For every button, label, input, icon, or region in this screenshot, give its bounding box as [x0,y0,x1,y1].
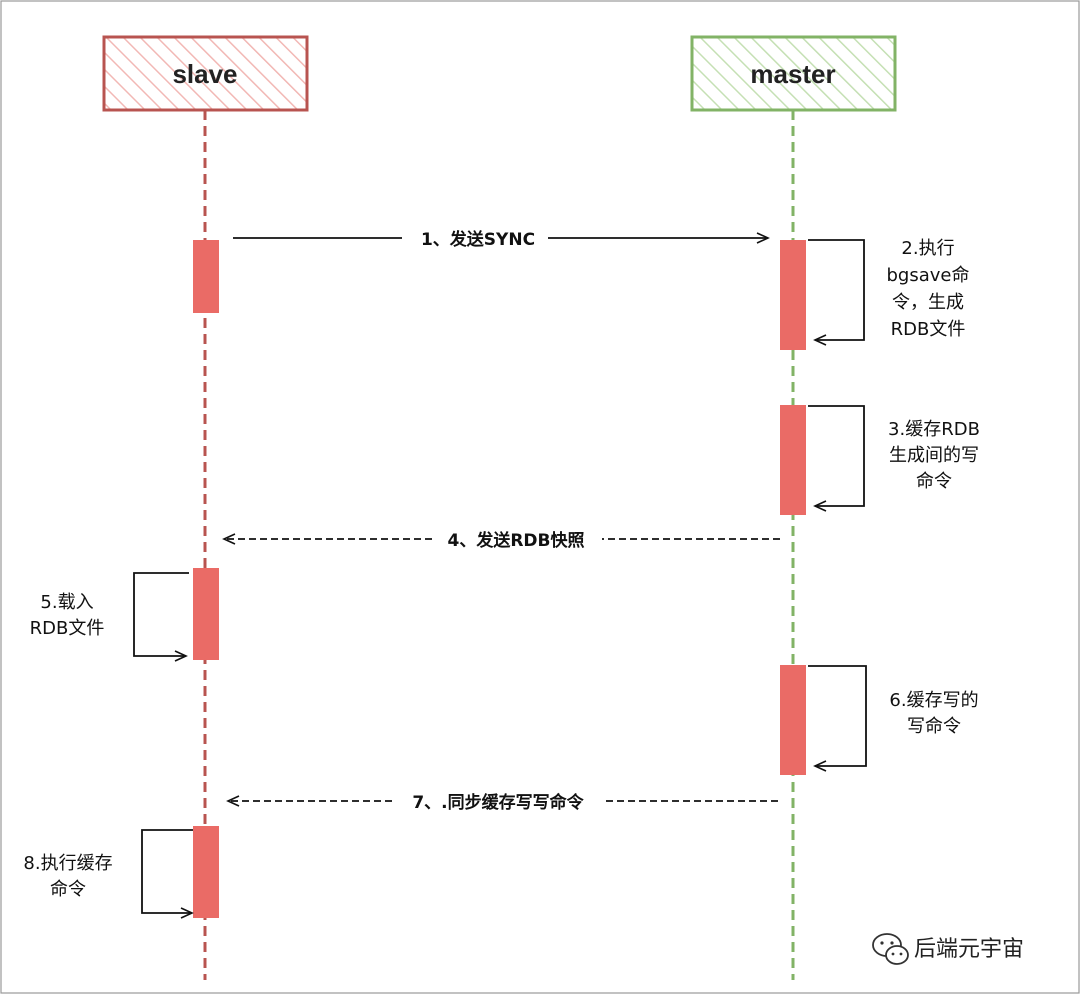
slave-label: slave [172,59,237,89]
note-3-line-3: 命令 [916,471,952,492]
message-1-arrow: 1、发送SYNC [233,229,770,250]
note-5-line-2: RDB文件 [30,618,105,639]
note-8-line-2: 命令 [50,879,86,900]
note-2-line-2: bgsave命 [887,265,970,286]
slave-activation-3 [193,826,219,918]
note-6: 6.缓存写的 写命令 [889,690,978,737]
note-6-line-2: 写命令 [907,716,961,737]
master-label: master [750,59,835,89]
master-participant-box: master [690,35,897,112]
wechat-icon [872,933,909,965]
message-7-label: 7、.同步缓存写写命令 [412,792,584,813]
self-loop-6-arrow [808,665,867,772]
note-2-line-1: 2.执行 [901,238,954,259]
master-activation-3 [780,665,806,775]
self-loop-8-arrow [141,829,194,919]
message-1-label: 1、发送SYNC [421,229,535,250]
slave-activation-2 [193,568,219,660]
note-3-line-2: 生成间的写 [889,445,979,466]
message-7-arrow: 7、.同步缓存写写命令 [226,792,778,813]
slave-participant-box: slave [102,35,309,112]
watermark: 后端元宇宙 [872,933,1024,965]
master-activation-2 [780,405,806,515]
note-3: 3.缓存RDB 生成间的写 命令 [888,419,980,492]
message-4-arrow: 4、发送RDB快照 [222,530,780,551]
note-2-line-3: 令，生成 [892,292,964,313]
note-5-line-1: 5.载入 [40,592,93,613]
message-4-label: 4、发送RDB快照 [448,530,585,551]
note-2: 2.执行 bgsave命 令，生成 RDB文件 [887,238,970,340]
note-2-line-4: RDB文件 [891,319,966,340]
note-8: 8.执行缓存 命令 [23,853,112,900]
note-6-line-1: 6.缓存写的 [889,690,978,711]
self-loop-5-arrow [133,572,189,662]
slave-activation-1 [193,240,219,313]
note-3-line-1: 3.缓存RDB [888,419,980,440]
watermark-text: 后端元宇宙 [914,937,1024,962]
note-5: 5.载入 RDB文件 [30,592,105,639]
self-loop-2-arrow [808,239,865,346]
master-activation-1 [780,240,806,350]
note-8-line-1: 8.执行缓存 [23,853,112,874]
self-loop-3-arrow [808,405,865,512]
